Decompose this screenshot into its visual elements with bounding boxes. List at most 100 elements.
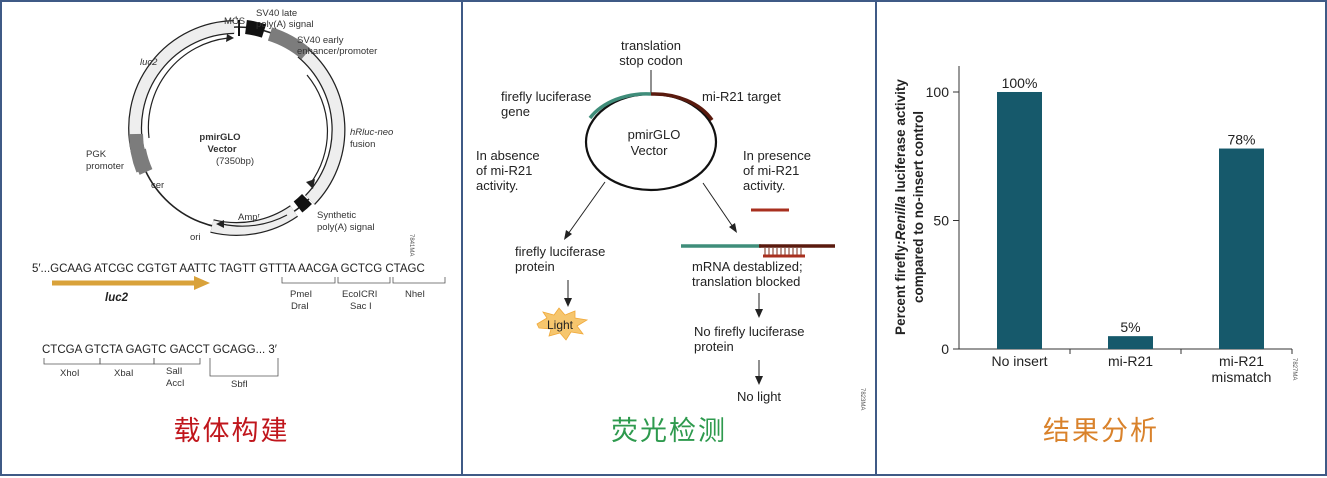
target-label: mi-R21 target	[702, 89, 781, 104]
no-light-label: No light	[737, 389, 781, 404]
panel1-code: 7841MA	[408, 234, 414, 256]
luc2-map-label: luc2	[140, 57, 158, 68]
sv40-late-label-2: poly(A) signal	[256, 19, 314, 30]
vector-name-2: pmirGLO	[628, 127, 681, 142]
site-sali: SalI	[166, 366, 182, 377]
light-label: Light	[547, 318, 574, 332]
light-burst-icon	[536, 307, 589, 341]
sequence-line-1: 5′...GCAAG ATCGC CGTGT AATTC TAGTT GTTTA…	[32, 263, 425, 275]
mrna-label-2: translation blocked	[692, 274, 800, 289]
mcs-label: MCS	[224, 16, 245, 27]
bar	[997, 91, 1042, 349]
firefly-protein-label-2: protein	[515, 259, 555, 274]
bar	[1219, 148, 1264, 349]
result-analysis-panel: Percent firefly:Renilla luciferase activ…	[875, 0, 1327, 476]
site-saci: Sac I	[350, 301, 372, 312]
hrluc-arrowhead	[306, 179, 315, 189]
mirna-binding-ticks	[764, 248, 802, 255]
luc2-band	[129, 21, 235, 154]
luc2-arrowhead	[226, 34, 234, 42]
sequence-line-2: CTCGA GTCTA GAGTC GACCT GCAGG... 3′	[42, 344, 277, 356]
absence-label-2: of mi-R21	[476, 163, 532, 178]
y-tick-label: 0	[941, 341, 949, 357]
no-protein-label: No firefly luciferase	[694, 324, 805, 339]
panel3-code: 7827MA	[1291, 358, 1297, 380]
hrluc-label-2: fusion	[350, 139, 375, 150]
x-tick-label: mi-R21	[1219, 353, 1264, 369]
site-xbai: XbaI	[114, 368, 134, 379]
y-axis-title-2: compared to no-insert control	[911, 111, 926, 303]
stop-codon-label: translation	[621, 38, 681, 53]
vector-name: pmirGLO	[199, 132, 240, 143]
presence-label-3: activity.	[743, 178, 785, 193]
synthetic-label-2: poly(A) signal	[317, 222, 375, 233]
absence-label: In absence	[476, 148, 540, 163]
site-nhei: NheI	[405, 289, 425, 300]
synthetic-polya-block	[293, 193, 312, 213]
bar-value-label: 5%	[1120, 319, 1140, 335]
presence-label-2: of mi-R21	[743, 163, 799, 178]
fluorescence-detection-panel: translation stop codon firefly luciferas…	[461, 0, 877, 476]
chart-bars: 100% 5% 78%	[997, 75, 1264, 349]
absence-label-3: activity.	[476, 178, 518, 193]
firefly-gene-arc	[588, 92, 652, 120]
target-arc	[650, 92, 714, 122]
detection-diagram: translation stop codon firefly luciferas…	[476, 38, 865, 410]
sv40-early-label: SV40 early	[297, 35, 344, 46]
sv40-late-block	[244, 20, 267, 38]
vector-construction-panel: MCS SV40 late poly(A) signal SV40 early …	[0, 0, 463, 476]
mrna-label: mRNA destablized;	[692, 259, 803, 274]
vector-circle	[584, 92, 718, 192]
site-brackets-1	[281, 277, 446, 284]
sv40-early-label-2: enhancer/promoter	[297, 46, 377, 57]
caption-vector-construction: 载体构建	[173, 416, 290, 447]
presence-label: In presence	[743, 148, 811, 163]
amp-arrowhead	[216, 220, 224, 228]
vector-map: MCS SV40 late poly(A) signal SV40 early …	[32, 8, 446, 390]
site-pmei: PmeI	[290, 289, 312, 300]
bar	[1108, 336, 1153, 349]
luc2-seq-label: luc2	[105, 292, 129, 304]
hrluc-arrow-line	[306, 74, 329, 185]
presence-arrow	[702, 182, 734, 228]
x-tick-label: No insert	[991, 353, 1047, 369]
x-tick-label: mi-R21	[1108, 353, 1153, 369]
stop-codon-label-2: stop codon	[619, 53, 683, 68]
cer-label: cer	[151, 180, 164, 191]
hrluc-label: hRluc-neo	[350, 127, 393, 138]
site-acci: AccI	[166, 378, 184, 389]
firefly-protein-label: firefly luciferase	[515, 244, 605, 259]
vector-size: (7350bp)	[216, 156, 254, 167]
vector-word-2: Vector	[631, 143, 669, 158]
vector-word: Vector	[207, 144, 236, 155]
y-tick-label: 50	[933, 212, 949, 228]
site-xhoi: XhoI	[60, 368, 80, 379]
x-tick-label: mismatch	[1212, 369, 1272, 385]
synthetic-label: Synthetic	[317, 210, 356, 221]
site-ecoicri: EcoICRI	[342, 289, 377, 300]
firefly-gene-label-2: gene	[501, 104, 530, 119]
site-sbfi: SbfI	[231, 379, 248, 390]
hrluc-band	[298, 47, 345, 204]
caption-fluorescence-detection: 荧光检测	[611, 416, 727, 447]
luc2-seq-arrowhead	[194, 276, 210, 290]
pgk-block-2	[129, 133, 150, 173]
y-axis-title: Percent firefly:Renilla luciferase activ…	[893, 79, 908, 335]
pgk-label-2: promoter	[86, 161, 124, 172]
no-protein-label-2: protein	[694, 339, 734, 354]
absence-arrow	[567, 181, 606, 235]
site-brackets-2	[43, 358, 279, 377]
firefly-gene-label: firefly luciferase	[501, 89, 591, 104]
bar-value-label: 100%	[1002, 75, 1038, 91]
bar-chart: Percent firefly:Renilla luciferase activ…	[893, 66, 1297, 385]
sv40-early-block	[267, 27, 311, 60]
amp-label: Ampʳ	[238, 212, 261, 223]
site-drai: DraI	[291, 301, 309, 312]
luc2-arrow-line	[147, 37, 229, 139]
pgk-label: PGK	[86, 149, 107, 160]
amp-arrow-line	[221, 214, 288, 227]
sv40-late-label: SV40 late	[256, 8, 297, 19]
y-tick-label: 100	[926, 84, 950, 100]
bar-value-label: 78%	[1227, 132, 1255, 148]
ori-label: ori	[190, 232, 201, 243]
